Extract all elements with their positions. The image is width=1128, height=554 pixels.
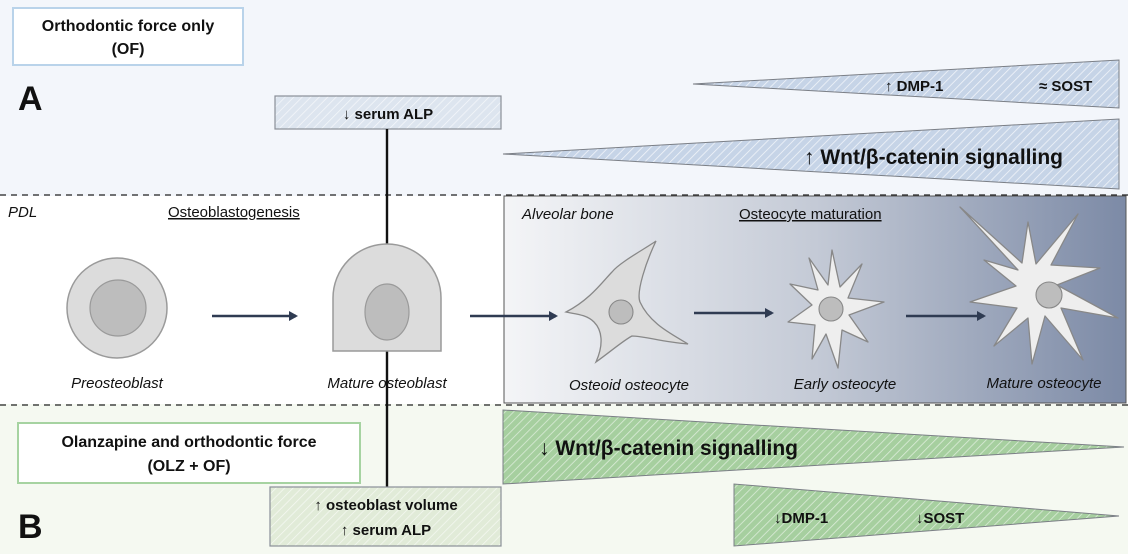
- wedge-wnt-a: [502, 118, 1120, 190]
- wedge-dmp1-sost-b: [733, 483, 1120, 547]
- panel-a-letter: A: [18, 80, 43, 118]
- preosteoblast-cell: [66, 257, 168, 359]
- mature-osteoblast-label: Mature osteoblast: [327, 375, 447, 392]
- panel-a-title-line2: (OF): [112, 41, 145, 58]
- dmp1-label-a: ↑ DMP-1: [885, 78, 943, 95]
- panel-b-title-box: [17, 422, 361, 484]
- mature-osteocyte-cell: [959, 206, 1119, 365]
- dmp1-label-b: ↓DMP-1: [774, 510, 828, 527]
- osteoid-osteocyte-label: Osteoid osteocyte: [569, 377, 689, 394]
- sost-label-b: ↓SOST: [916, 510, 964, 527]
- osteocyte-maturation-label: Osteocyte maturation: [739, 206, 882, 223]
- alveolar-bone-label: Alveolar bone: [521, 206, 614, 223]
- panel-a-title-line1: Orthodontic force only: [42, 18, 215, 35]
- panel-b-title-line1: Olanzapine and orthodontic force: [61, 434, 316, 451]
- wedge-wnt-b: [502, 409, 1125, 485]
- serum-alp-box-a: [274, 95, 502, 130]
- panel-b-title-line2: (OLZ + OF): [147, 458, 230, 475]
- wedge-dmp1-sost-a: [692, 59, 1120, 109]
- osteoblast-volume-label: ↑ osteoblast volume: [314, 497, 457, 514]
- sost-label-a: ≈ SOST: [1039, 78, 1092, 95]
- preosteoblast-label: Preosteoblast: [71, 375, 164, 392]
- early-osteocyte-cell: [787, 249, 885, 369]
- serum-alp-label-b: ↑ serum ALP: [341, 522, 431, 539]
- wnt-label-b: ↓ Wnt/β-catenin signalling: [539, 437, 798, 460]
- osteoblastogenesis-label: Osteoblastogenesis: [168, 204, 300, 221]
- early-osteocyte-label: Early osteocyte: [794, 376, 897, 393]
- pdl-label: PDL: [8, 204, 37, 221]
- osteoblast-volume-box-b: [269, 486, 502, 547]
- wnt-label-a: ↑ Wnt/β-catenin signalling: [804, 146, 1063, 169]
- panel-a-title-box: [12, 7, 244, 66]
- mature-osteocyte-label: Mature osteocyte: [986, 375, 1101, 392]
- mature-osteoblast-cell: [332, 243, 442, 352]
- serum-alp-label-a: ↓ serum ALP: [343, 106, 433, 123]
- panel-b-letter: B: [18, 508, 43, 546]
- osteoid-osteocyte-cell: [564, 240, 689, 364]
